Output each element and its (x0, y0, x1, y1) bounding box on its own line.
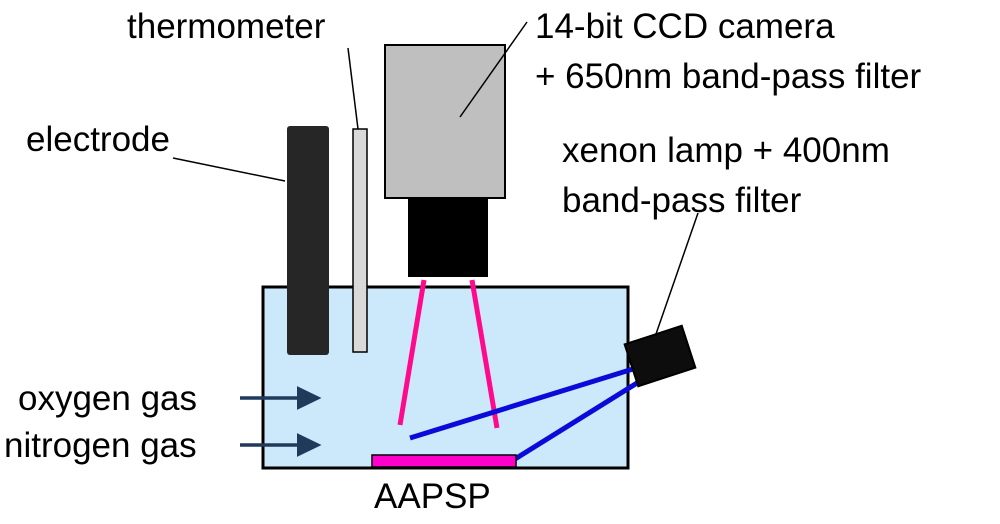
leader-line (172, 157, 286, 182)
emission-ray (397, 279, 427, 426)
lamp-label-line2: band-pass filter (562, 181, 802, 220)
camera-lens (408, 198, 488, 277)
excitation-ray (409, 366, 634, 441)
excitation-ray (513, 380, 639, 462)
camera-label-line2: + 650nm band-pass filter (535, 57, 922, 96)
leader-line (655, 212, 699, 335)
thermometer-label: thermometer (127, 7, 326, 46)
electrode-label: electrode (26, 120, 170, 159)
nitrogen-gas-label: nitrogen gas (4, 426, 197, 465)
electrode (287, 126, 329, 355)
xenon-lamp (623, 324, 697, 388)
sample-label: AAPSP (374, 477, 491, 516)
emission-ray (469, 279, 500, 429)
lamp-label-line1: xenon lamp + 400nm (562, 131, 890, 170)
thermometer (352, 128, 368, 353)
camera-label-line1: 14-bit CCD camera (535, 7, 835, 46)
oxygen-gas-label: oxygen gas (18, 379, 197, 418)
leader-line (347, 47, 359, 130)
leader-line (459, 21, 528, 118)
aapsp-sample (371, 454, 517, 468)
camera-body (384, 44, 506, 199)
